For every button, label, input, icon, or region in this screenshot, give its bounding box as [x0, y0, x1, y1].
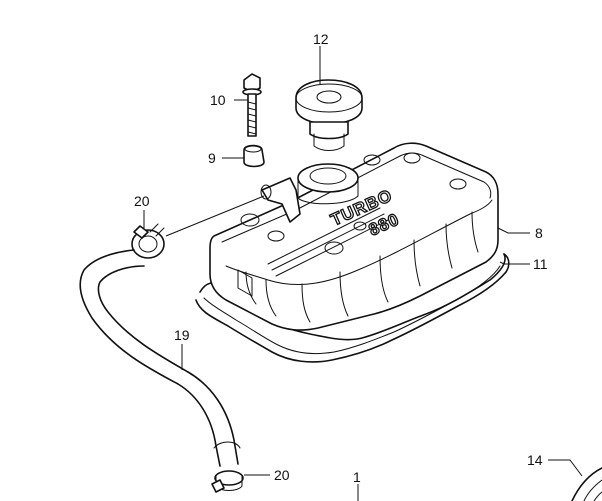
- callout-9: 9: [208, 150, 216, 166]
- callout-8: 8: [535, 225, 543, 241]
- part-14-partial: [571, 467, 602, 501]
- callout-20-lower: 20: [274, 467, 290, 483]
- leader-lines: [143, 46, 583, 501]
- bolt-seal: [243, 144, 265, 168]
- callout-19: 19: [174, 327, 190, 343]
- oil-filler-cap: [295, 79, 363, 151]
- callout-12: 12: [313, 31, 329, 47]
- breather-hose: [79, 249, 241, 467]
- callout-14: 14: [527, 452, 543, 468]
- callout-20-upper: 20: [134, 193, 150, 209]
- cover-bolt: [242, 73, 262, 137]
- hose-clamp-lower: [211, 470, 244, 493]
- callout-10: 10: [210, 92, 226, 108]
- callout-1: 1: [353, 469, 361, 485]
- valve-cover: [209, 142, 499, 331]
- hose-clamp-upper: [131, 223, 165, 259]
- callout-11: 11: [533, 256, 548, 272]
